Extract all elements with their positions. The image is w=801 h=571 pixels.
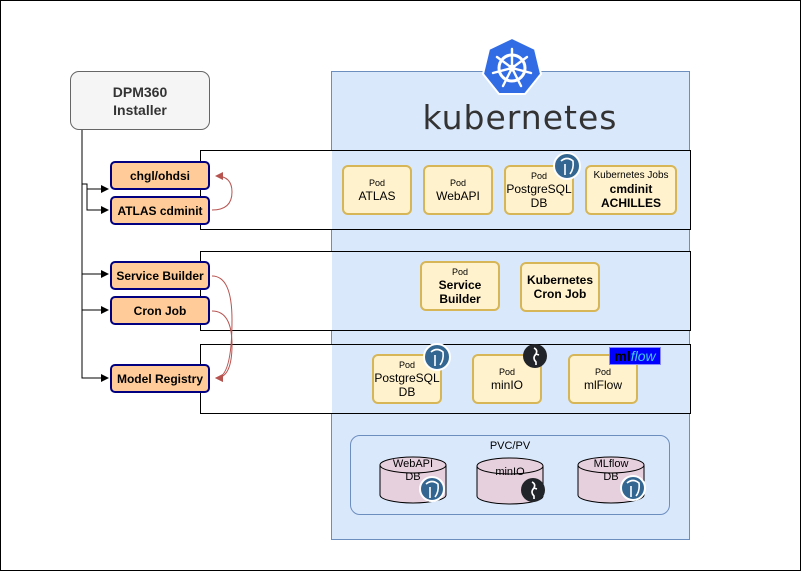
pod-kind: Pod [449,178,466,188]
pod-name-line2: DB [398,385,416,399]
pod-name: minIO [490,378,523,392]
pod-webapi: Pod WebAPI [423,165,493,215]
pod-name-line2: ACHILLES [601,196,661,210]
pod-service-builder: Pod Service Builder [420,261,500,311]
pod-name: mlFlow [584,378,622,392]
chart-atlas-cdminit-label: ATLAS cdminit [117,203,203,218]
chart-atlas-cdminit: ATLAS cdminit [110,196,210,225]
chart-model-registry: Model Registry [110,364,210,393]
pod-name: ATLAS [358,189,396,203]
volume-label-line2: DB [405,471,421,483]
volume-label-line1: minIO [495,466,525,478]
pod-kind: Pod [530,171,547,181]
registry-band-left [200,344,332,414]
pod-name-line2: Cron Job [533,287,587,301]
pod-kind: Kubernetes Jobs [593,170,669,181]
pod-kind: Pod [451,267,468,277]
pod-name: PostgreSQL [374,371,440,385]
pod-name: Service [438,278,482,292]
chart-model-registry-label: Model Registry [116,371,203,386]
volume-minio-label: minIO [477,466,543,479]
chart-service-builder-label: Service Builder [116,268,204,283]
pod-kind: Pod [498,367,515,377]
pod-kind: Pod [594,367,611,377]
chart-service-builder: Service Builder [110,261,210,290]
volume-mlflow-label: MLflow DB [578,458,644,484]
volume-webapi-label: WebAPI DB [380,458,446,484]
kubernetes-wordmark: kubernetes [422,98,618,137]
mlflow-logo-flow: flow [630,348,656,364]
pod-name-line2: Builder [439,292,481,306]
chart-chgl-label: chgl/ohdsi [130,168,190,183]
service-band-left [200,251,332,331]
installer-line1: DPM360 [112,83,168,100]
volume-label-line2: DB [603,471,619,483]
pod-kubernetes-jobs: Kubernetes Jobs cmdinit ACHILLES [585,165,677,215]
pod-name: WebAPI [436,189,480,203]
pod-kind: Pod [398,360,415,370]
volume-label-line1: WebAPI [392,458,434,470]
pvc-pv-title: PVC/PV [489,440,531,452]
dpm360-installer: DPM360 Installer [70,71,210,130]
pod-minio: Pod minIO [472,354,542,404]
installer-line2: Installer [113,101,167,118]
pod-kind: Pod [368,178,385,188]
pod-name: cmdinit [609,182,653,196]
pod-atlas: Pod ATLAS [342,165,412,215]
pod-name: PostgreSQL [506,182,572,196]
pod-postgresql-ohdsi: Pod PostgreSQL DB [504,165,574,215]
mlflow-logo-ml: ml [614,348,631,364]
pod-name: Kubernetes [526,273,594,287]
pod-name-line2: DB [530,196,548,210]
pod-kubernetes-cron-job: Kubernetes Cron Job [520,262,600,312]
chart-chgl-ohdsi: chgl/ohdsi [110,161,210,190]
volume-label-line1: MLflow [593,458,629,470]
chart-cron-job-label: Cron Job [133,303,187,318]
ohdsi-band-left [200,150,332,230]
chart-cron-job: Cron Job [110,296,210,325]
pod-postgresql-registry: Pod PostgreSQL DB [372,354,442,404]
